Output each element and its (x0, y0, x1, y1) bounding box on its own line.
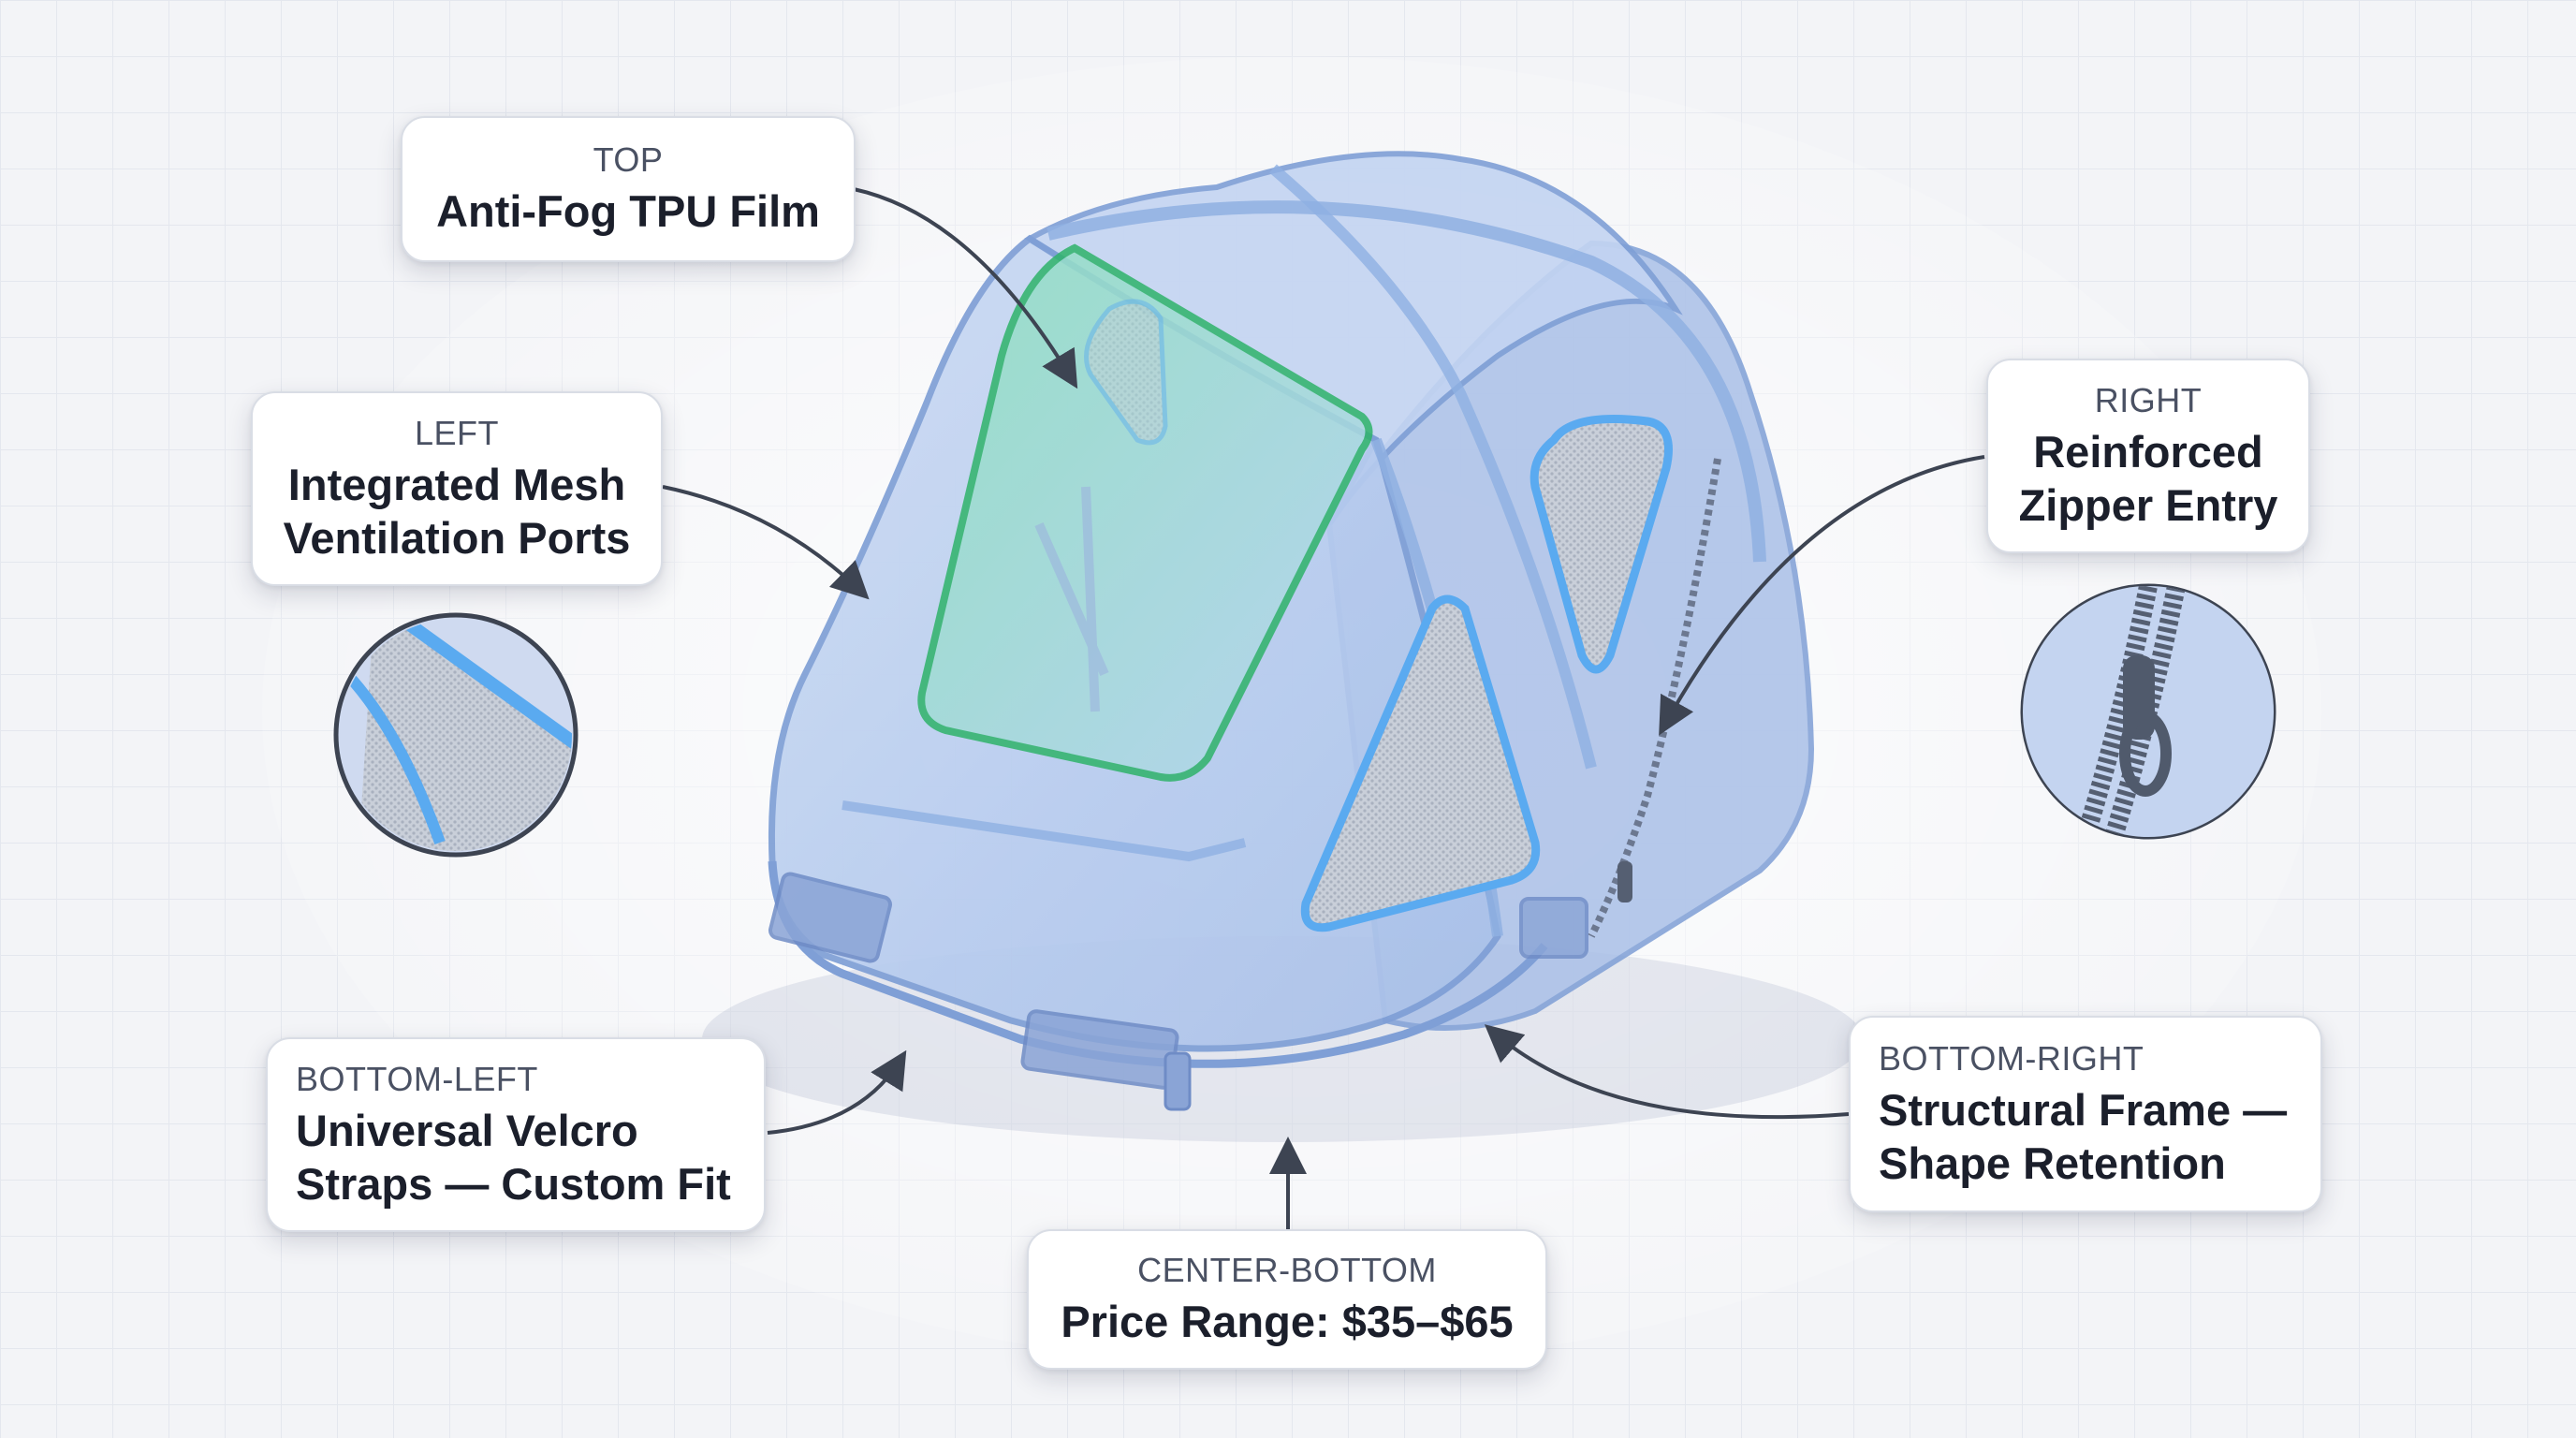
detail-zipper-circle (2020, 583, 2276, 840)
callout-bottom-left-position: BOTTOM-LEFT (296, 1060, 538, 1099)
callout-top-position: TOP (593, 140, 664, 180)
callout-bottom-left-text: Universal Velcro Straps — Custom Fit (296, 1106, 731, 1209)
callout-center-bottom: CENTER-BOTTOM Price Range: $35–$65 (1027, 1229, 1547, 1370)
callout-right-text: Reinforced Zipper Entry (2018, 427, 2278, 530)
arrow-bottom-right (1484, 1024, 1850, 1120)
callout-center-bottom-position: CENTER-BOTTOM (1137, 1251, 1437, 1290)
velcro-strap-left (768, 872, 893, 963)
velcro-strap-loop (1164, 1051, 1192, 1111)
callout-bottom-right-position: BOTTOM-RIGHT (1879, 1039, 2144, 1078)
callout-left-position: LEFT (414, 414, 499, 453)
callout-bottom-right: BOTTOM-RIGHT Structural Frame — Shape Re… (1849, 1016, 2322, 1212)
anti-fog-window (917, 243, 1373, 782)
stroller-cover (768, 151, 1815, 1111)
callout-right: RIGHT Reinforced Zipper Entry (1986, 359, 2310, 553)
detail-mesh-circle (333, 612, 578, 858)
velcro-strap-right (1519, 897, 1588, 959)
frame-arch-mid (1269, 164, 1597, 770)
arrow-left (662, 485, 870, 600)
arrow-bottom-left (767, 1049, 907, 1135)
frame-arch-front (1046, 200, 1766, 563)
mesh-vent-upper-side (1530, 415, 1673, 674)
callout-right-position: RIGHT (2094, 381, 2203, 420)
arrow-right (1659, 455, 1985, 736)
arrow-top (853, 187, 1078, 389)
callout-top: TOP Anti-Fog TPU Film (401, 116, 856, 262)
callout-left: LEFT Integrated Mesh Ventilation Ports (251, 391, 663, 586)
frame-crossbar (842, 800, 1247, 862)
mesh-vent-upper (1084, 299, 1168, 446)
callout-left-text: Integrated Mesh Ventilation Ports (283, 460, 631, 563)
window-seat-reflection (1034, 486, 1109, 712)
callout-bottom-right-text: Structural Frame — Shape Retention (1879, 1085, 2288, 1188)
zipper-pull (1617, 861, 1632, 902)
leader-arrows (662, 187, 1985, 1229)
callout-bottom-left: BOTTOM-LEFT Universal Velcro Straps — Cu… (266, 1037, 766, 1232)
mesh-vent-side (1300, 594, 1541, 932)
callout-center-bottom-text: Price Range: $35–$65 (1061, 1297, 1514, 1347)
callout-top-text: Anti-Fog TPU Film (436, 186, 820, 237)
